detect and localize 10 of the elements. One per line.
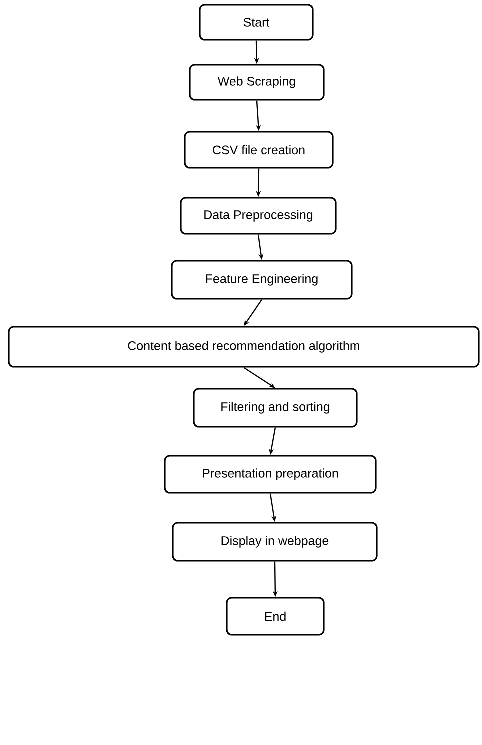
process-box: Web Scraping [189, 64, 325, 101]
terminal-box: Start [199, 4, 314, 41]
process-box: Content based recommendation algorithm [8, 326, 480, 368]
process-box: Filtering and sorting [193, 388, 358, 428]
process-box: CSV file creation [184, 131, 334, 169]
process-box: Display in webpage [172, 522, 378, 562]
process-box: Presentation preparation [164, 455, 377, 494]
terminal-box: End [226, 597, 325, 636]
process-box: Feature Engineering [171, 260, 353, 300]
process-box: Data Preprocessing [180, 197, 337, 235]
